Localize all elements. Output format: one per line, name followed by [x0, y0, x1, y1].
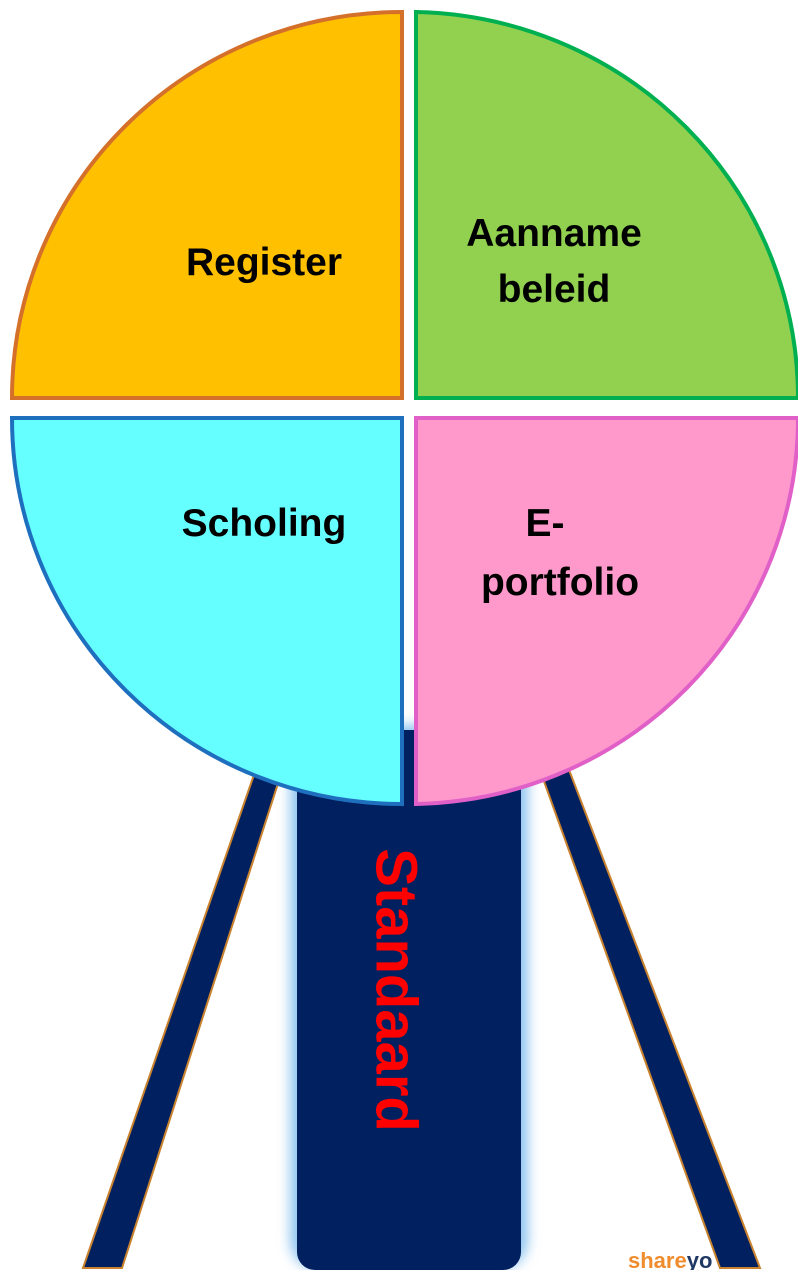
- watermark-part2: yo: [687, 1248, 713, 1270]
- quadrant-scholing: [9, 416, 404, 807]
- quadrant-label-aanname-line1: Aanname: [466, 212, 642, 255]
- stand-pole: [297, 730, 521, 1270]
- watermark: shareyo: [628, 1248, 712, 1270]
- quadrant-register: [9, 9, 404, 400]
- quadrant-label-eportfolio-line1: E-: [526, 502, 565, 545]
- quadrant-aanname-beleid: [414, 9, 798, 400]
- quadrant-label-eportfolio-line2: portfolio: [481, 561, 639, 604]
- quadrant-label-aanname-line2: beleid: [498, 268, 611, 311]
- watermark-part1: share: [628, 1248, 687, 1270]
- quadrant-e-portfolio: [414, 416, 798, 807]
- quadrant-label-scholing: Scholing: [182, 502, 347, 545]
- stand-label: Standaard: [364, 848, 429, 1132]
- quadrant-label-register: Register: [186, 241, 342, 284]
